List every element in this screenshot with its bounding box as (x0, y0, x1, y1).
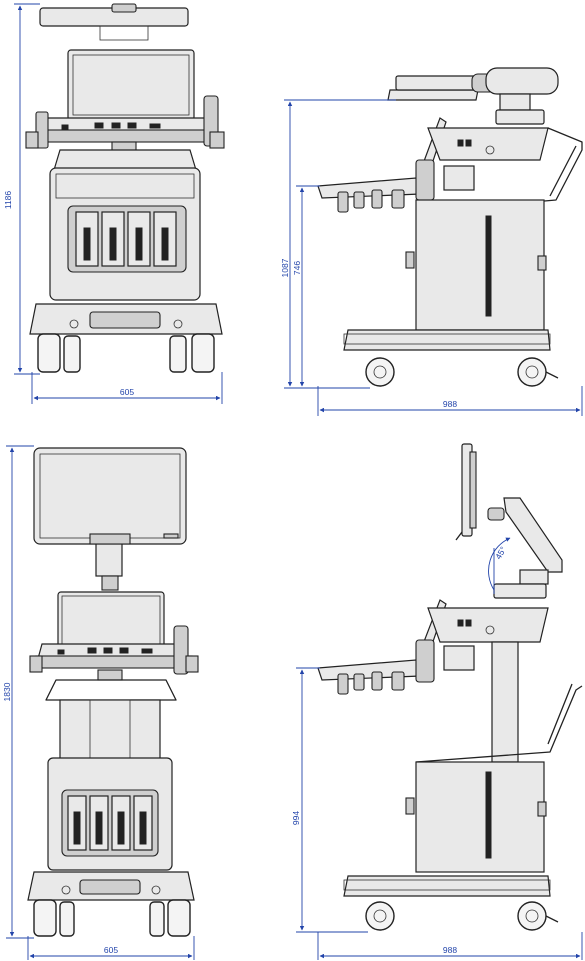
dim-front-raised: 1830 605 (2, 445, 195, 960)
dim-label-1087: 1087 (280, 258, 290, 277)
angle-label-45: 45° (493, 545, 508, 561)
dim-side-raised: 994 988 (291, 667, 583, 960)
dim-label-746: 746 (292, 261, 302, 275)
dim-label-605-bottom: 605 (104, 945, 118, 955)
dim-label-605-top: 605 (120, 387, 134, 397)
dim-side-folded: 1087 746 988 (280, 99, 583, 416)
dim-label-994: 994 (291, 811, 301, 825)
dim-label-1830: 1830 (2, 682, 12, 701)
side-view-folded (317, 67, 583, 387)
front-view-raised (27, 447, 199, 937)
dim-label-988-bottom: 988 (443, 945, 457, 955)
dim-front-folded: 1186 605 (3, 3, 223, 404)
side-view-raised: 45° (317, 443, 583, 931)
dim-label-1186: 1186 (3, 191, 13, 210)
dim-label-988-top: 988 (443, 399, 457, 409)
front-view-folded (25, 3, 225, 373)
